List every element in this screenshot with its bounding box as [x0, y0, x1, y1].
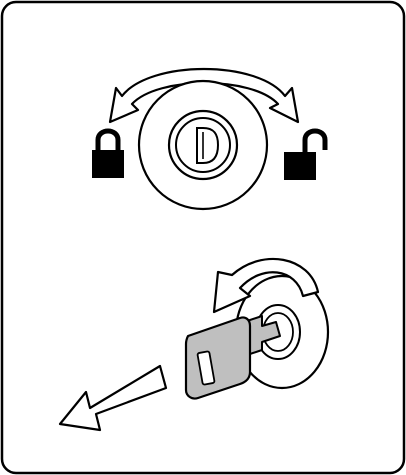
- lock-open-icon: [284, 128, 328, 180]
- keyhole-cylinder-icon: [137, 79, 269, 211]
- double-curved-arrow-icon: [108, 68, 300, 124]
- pull-out-arrow-icon: [58, 364, 168, 432]
- key-icon: [184, 315, 281, 400]
- rotate-arrow-icon: [212, 257, 320, 314]
- top-panel: [92, 68, 328, 211]
- bottom-panel: [58, 257, 330, 432]
- lock-closed-icon: [92, 128, 124, 178]
